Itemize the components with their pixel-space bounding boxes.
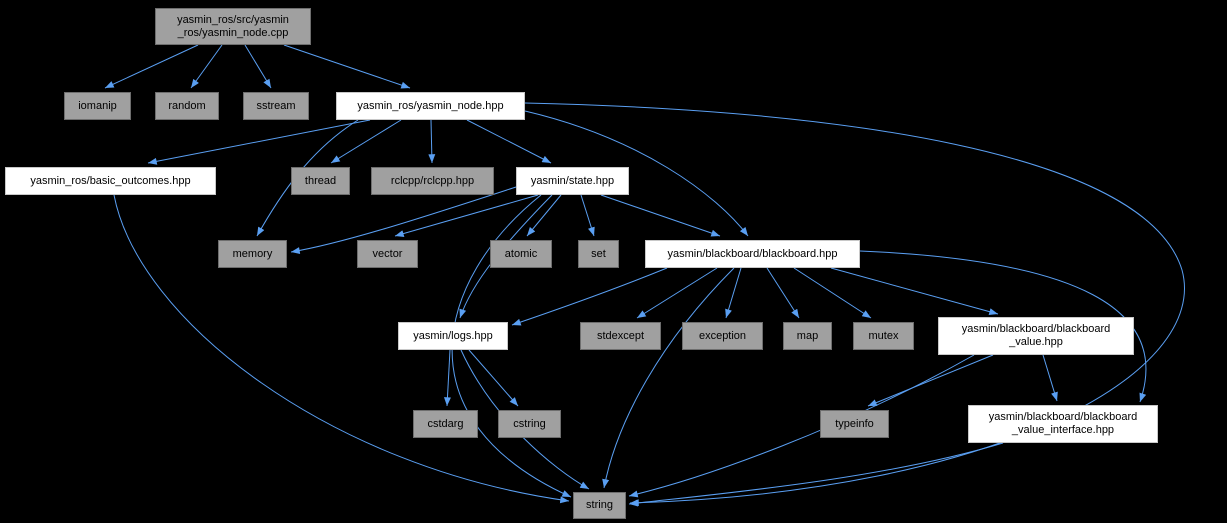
edge-blackboard_hpp-map [766,267,800,319]
node-blackboard-hpp[interactable]: yasmin/blackboard/blackboard.hpp [645,240,860,268]
edge-blackboard_hpp-blackboard_value_interface_hpp [859,250,1147,403]
edge-yasmin_node_cpp-sstream [244,44,272,89]
node-typeinfo: typeinfo [820,410,889,438]
edge-yasmin_node_hpp-rclcpp_hpp [428,119,436,164]
edge-blackboard_hpp-string [602,267,735,489]
node-string: string [573,492,626,519]
edge-basic_outcomes_hpp-string [113,194,570,504]
node-yasmin-node-cpp: yasmin_ros/src/yasmin _ros/yasmin_node.c… [155,8,311,45]
node-rclcpp-hpp: rclcpp/rclcpp.hpp [371,167,494,195]
edge-state_hpp-memory [290,186,517,255]
node-yasmin-node-hpp[interactable]: yasmin_ros/yasmin_node.hpp [336,92,525,120]
node-set: set [578,240,619,268]
edge-blackboard_hpp-blackboard_value_hpp [830,267,999,316]
node-vector: vector [357,240,418,268]
edge-blackboard_value_hpp-blackboard_value_interface_hpp [1042,354,1058,402]
edge-yasmin_node_hpp-state_hpp [466,119,552,164]
edge-yasmin_node_hpp-string [524,102,1185,507]
edge-yasmin_node_cpp-yasmin_node_hpp [283,44,411,89]
node-state-hpp[interactable]: yasmin/state.hpp [516,167,629,195]
edge-blackboard_hpp-mutex [793,267,872,319]
node-basic-outcomes-hpp[interactable]: yasmin_ros/basic_outcomes.hpp [5,167,216,195]
edge-yasmin_node_cpp-random [190,44,223,89]
edge-yasmin_node_hpp-basic_outcomes_hpp [147,119,371,165]
edge-state_hpp-atomic [526,194,562,237]
edge-logs_hpp-cstring [468,349,519,407]
edge-blackboard_hpp-logs_hpp [511,267,668,326]
edge-blackboard_value_hpp-string [628,354,975,498]
edge-yasmin_node_hpp-thread [330,119,402,164]
node-mutex: mutex [853,322,914,350]
node-cstring: cstring [498,410,561,438]
edge-yasmin_node_cpp-iomanip [104,44,199,89]
edge-blackboard_value_interface_hpp-string [628,442,1004,507]
node-blackboard-value-interface-hpp[interactable]: yasmin/blackboard/blackboard _value_inte… [968,405,1158,443]
node-random: random [155,92,219,120]
edge-state_hpp-vector [394,194,539,237]
node-iomanip: iomanip [64,92,131,120]
edge-blackboard_value_hpp-typeinfo [867,354,994,407]
node-thread: thread [291,167,350,195]
node-logs-hpp[interactable]: yasmin/logs.hpp [398,322,508,350]
edge-blackboard_hpp-stdexcept [636,267,718,319]
edge-logs_hpp-cstdarg [443,349,451,407]
edge-state_hpp-set [580,194,595,237]
node-map: map [783,322,832,350]
node-exception: exception [682,322,763,350]
edge-blackboard_hpp-exception [725,267,742,319]
node-atomic: atomic [490,240,552,268]
node-sstream: sstream [243,92,309,120]
node-stdexcept: stdexcept [580,322,661,350]
edge-state_hpp-blackboard_hpp [600,194,721,237]
node-memory: memory [218,240,287,268]
node-blackboard-value-hpp[interactable]: yasmin/blackboard/blackboard _value.hpp [938,317,1134,355]
node-cstdarg: cstdarg [413,410,478,438]
edge-yasmin_node_hpp-blackboard_hpp [524,110,749,237]
